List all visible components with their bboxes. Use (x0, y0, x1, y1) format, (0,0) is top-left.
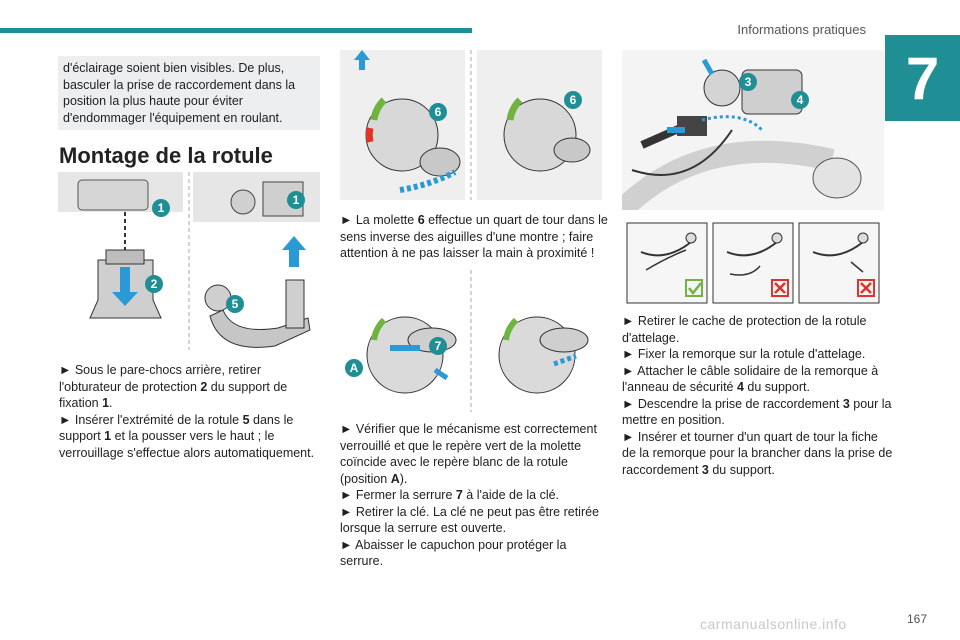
note-text: d'éclairage soient bien visibles. De plu… (63, 61, 296, 125)
col1-step-1: ► Sous le pare-chocs arrière, retirer l'… (59, 363, 288, 410)
col2-instructions-b: ► Vérifier que le mécanisme est correcte… (340, 421, 608, 570)
col3-step-4: ► Descendre la prise de raccordement 3 p… (622, 396, 892, 428)
callout-text: 2 (151, 277, 158, 291)
header-title: Informations pratiques (737, 22, 866, 37)
callout-text: 1 (158, 201, 165, 215)
callout-text: 6 (570, 93, 577, 107)
callout-text: 4 (797, 93, 804, 107)
callout-6-right: 6 (563, 90, 583, 110)
callout-text: 5 (232, 297, 239, 311)
illustration-cable-attachment-options (626, 222, 880, 304)
watermark: carmanualsonline.info (700, 616, 847, 632)
callout-1-right: 1 (286, 190, 306, 210)
col2-step-b1: ► Vérifier que le mécanisme est correcte… (340, 422, 597, 486)
col3-step-3: ► Attacher le câble solidaire de la remo… (622, 363, 879, 395)
col2-step-b2: ► Fermer la serrure 7 à l'aide de la clé… (340, 488, 560, 502)
callout-1-left: 1 (151, 198, 171, 218)
callout-5: 5 (225, 294, 245, 314)
callout-text: 7 (435, 339, 442, 353)
col2-instruction-a: ► La molette 6 effectue un quart de tour… (340, 213, 608, 260)
chapter-number-badge: 7 (885, 35, 960, 121)
header-accent-bar (0, 28, 472, 33)
callout-text: 1 (293, 193, 300, 207)
callout-text: 6 (435, 105, 442, 119)
col3-step-5: ► Insérer et tourner d'un quart de tour … (622, 429, 893, 477)
section-title: Montage de la rotule (59, 143, 273, 168)
col2-step-b3: ► Retirer la clé. La clé ne peut pas êtr… (340, 504, 600, 536)
callout-6-left: 6 (428, 102, 448, 122)
col3-instructions: ► Retirer le cache de protection de la r… (622, 313, 894, 478)
illustration-trailer-socket: 3 4 (622, 50, 884, 210)
note-box: d'éclairage soient bien visibles. De plu… (58, 56, 320, 130)
illustration-lock-key: 7 A (340, 270, 602, 412)
callout-4: 4 (790, 90, 810, 110)
col2-step-b4: ► Abaisser le capuchon pour protéger la … (340, 537, 567, 569)
col3-step-2: ► Fixer la remorque sur la rotule d'atte… (622, 347, 866, 361)
illustration-locking-wheel: 6 6 (340, 50, 602, 200)
col1-instructions: ► Sous le pare-chocs arrière, retirer l'… (59, 362, 325, 461)
callout-3: 3 (738, 72, 758, 92)
callout-text: A (350, 361, 359, 375)
col3-step-1: ► Retirer le cache de protection de la r… (622, 314, 867, 345)
callout-7: 7 (428, 336, 448, 356)
callout-a: A (344, 358, 364, 378)
col1-step-2: ► Insérer l'extrémité de la rotule 5 dan… (59, 412, 315, 460)
page-number: 167 (906, 612, 927, 626)
illustration-towbar-insertion: 1 2 1 5 (58, 172, 320, 350)
callout-text: 3 (745, 75, 752, 89)
callout-2: 2 (144, 274, 164, 294)
